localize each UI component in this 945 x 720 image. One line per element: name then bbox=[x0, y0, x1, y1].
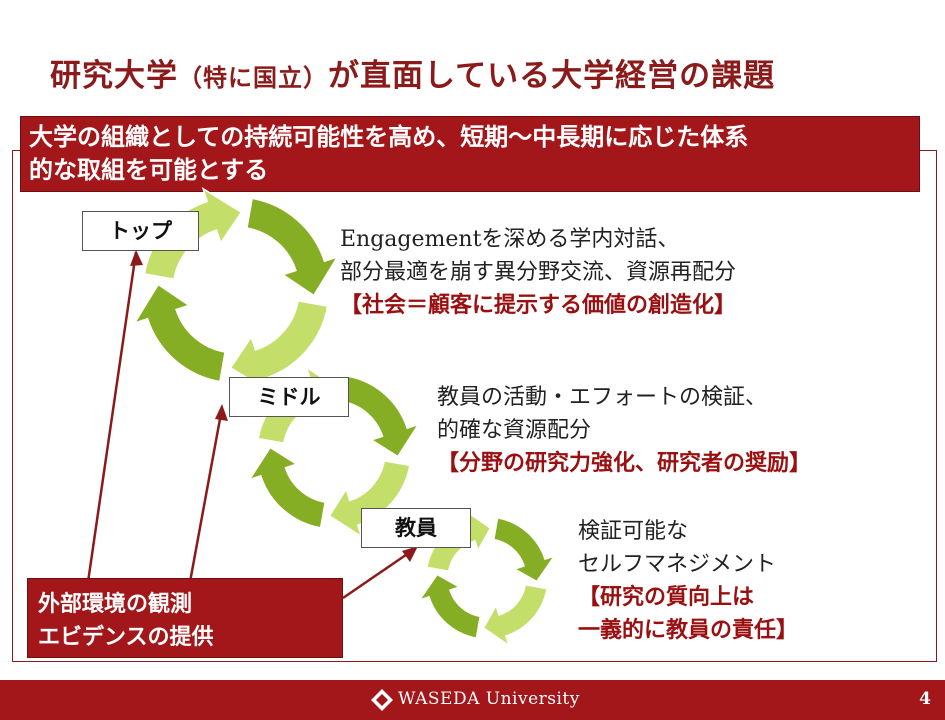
external-line-1: 外部環境の観測 bbox=[38, 592, 193, 617]
arrowhead-top bbox=[130, 250, 143, 266]
top-desc-line-1: Engagementを深める学内対話、 bbox=[340, 227, 680, 252]
middle-desc-value: 【分野の研究力強化、研究者の奨励】 bbox=[437, 450, 812, 476]
footer-university: WASEDA University bbox=[398, 689, 580, 709]
faculty-desc-line-1: 検証可能な bbox=[578, 519, 689, 544]
external-line-2: エビデンスの提供 bbox=[38, 625, 214, 650]
top-cycle-arrow-segment bbox=[133, 283, 226, 383]
middle-description: 教員の活動・エフォートの検証、 的確な資源配分 【分野の研究力強化、研究者の奨励… bbox=[437, 381, 811, 480]
arrowhead-middle bbox=[215, 404, 228, 421]
footer-bar: WASEDA University 4 bbox=[0, 680, 945, 720]
top-desc-line-2: 部分最適を崩す異分野交流、資源再配分 bbox=[340, 260, 737, 285]
stage-top: トップ bbox=[82, 211, 199, 251]
stage-middle: ミドル bbox=[229, 377, 349, 417]
banner-line-1: 大学の組織としての持続可能性を高め、短期～中長期に応じた体系 bbox=[29, 123, 749, 151]
faculty-desc-line-4: 一義的に教員の責任】 bbox=[578, 617, 799, 643]
faculty-cycle-arrow-segment bbox=[492, 517, 557, 583]
arrow-to-top bbox=[86, 251, 138, 583]
arrow-to-middle bbox=[188, 407, 224, 583]
title-paren: （特に国立） bbox=[178, 63, 328, 92]
title-rest: が直面している大学経営の課題 bbox=[328, 58, 776, 94]
top-desc-value: 【社会＝顧客に提示する価値の創造化】 bbox=[340, 292, 737, 318]
faculty-desc-line-3: 【研究の質向上は bbox=[578, 584, 755, 610]
middle-desc-line-2: 的確な資源配分 bbox=[437, 418, 592, 443]
middle-desc-line-1: 教員の活動・エフォートの検証、 bbox=[437, 385, 768, 410]
waseda-logo-icon bbox=[371, 689, 393, 711]
faculty-desc-line-2: セルフマネジメント bbox=[578, 552, 777, 577]
title-main: 研究大学 bbox=[50, 58, 178, 94]
middle-cycle-arrow-segment bbox=[341, 375, 421, 458]
connector-arrows bbox=[86, 250, 418, 600]
page-title: 研究大学（特に国立）が直面している大学経営の課題 bbox=[50, 50, 930, 95]
external-environment-box: 外部環境の観測 エビデンスの提供 bbox=[27, 578, 343, 658]
arrowhead-faculty bbox=[402, 546, 418, 562]
top-description: Engagementを深める学内対話、 部分最適を崩す異分野交流、資源再配分 【… bbox=[340, 223, 736, 322]
arrow-to-faculty bbox=[342, 546, 417, 600]
goal-banner: 大学の組織としての持続可能性を高め、短期～中長期に応じた体系 的な取組を可能とす… bbox=[20, 116, 920, 192]
faculty-description: 検証可能な セルフマネジメント 【研究の質向上は 一義的に教員の責任】 bbox=[578, 515, 798, 647]
middle-cycle-arrow-segment bbox=[247, 446, 327, 529]
middle-cycle-arrow-segment bbox=[328, 459, 411, 539]
stage-faculty: 教員 bbox=[361, 508, 471, 548]
faculty-cycle-arrow-segment bbox=[417, 573, 482, 639]
top-cycle-arrow-segment bbox=[246, 197, 339, 297]
page-number: 4 bbox=[919, 689, 931, 709]
banner-line-2: 的な取組を可能とする bbox=[29, 156, 269, 184]
faculty-cycle-arrow-segment bbox=[482, 583, 548, 648]
